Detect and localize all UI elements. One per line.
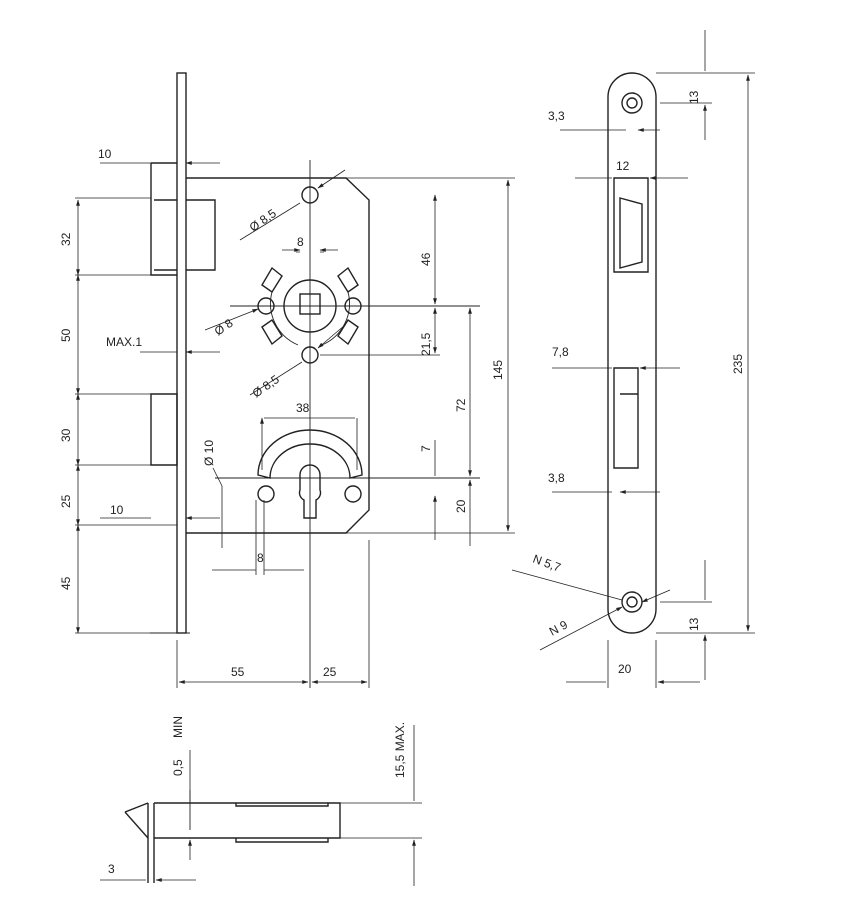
label-50: 50: [59, 328, 73, 342]
bolt-opening: [613, 367, 639, 469]
faceplate: [176, 72, 187, 634]
dim-leader-n57: [511, 569, 671, 602]
latch-bevel: [124, 802, 149, 839]
follower-segment-3: [261, 319, 283, 346]
bottom-extension-lines: [340, 802, 422, 839]
faceplate-hole-top-inner: [626, 97, 638, 109]
dim-line-20-side: [566, 640, 700, 688]
cylinder-hole-left: [257, 485, 275, 503]
label-3-3: 3,3: [548, 109, 565, 123]
case-ribs: [235, 803, 329, 843]
side-view: 3,3 13 12 7,8 235 3,8 N 5,7 N 9 13 20: [511, 30, 755, 688]
faceplate-side: [607, 72, 657, 634]
dim-leader-dia85-top: [239, 169, 346, 241]
label-8-top: 8: [297, 235, 304, 249]
label-3: 3: [108, 862, 115, 876]
left-extension-lines: [75, 197, 177, 634]
label-235: 235: [731, 354, 745, 374]
label-0-5: 0,5: [171, 759, 185, 776]
latch-opening: [613, 177, 649, 273]
faceplate-edge: [147, 803, 155, 883]
cylinder-hole-right: [344, 485, 362, 503]
right-extension-lines: [320, 177, 515, 534]
label-45: 45: [59, 576, 73, 590]
dim-line-8-bottom: [212, 500, 304, 575]
dim-leader-dia8: [204, 308, 259, 331]
label-7: 7: [419, 445, 433, 452]
label-7-8: 7,8: [552, 345, 569, 359]
dead-bolt: [150, 393, 178, 466]
follower-arcs: [270, 291, 350, 346]
dim-line-38: [262, 418, 358, 470]
label-32: 32: [59, 232, 73, 246]
side-extension-lines: [656, 72, 755, 634]
label-dia85-mid: Ø 8,5: [250, 372, 282, 400]
latch-bolt-inner: [186, 199, 216, 271]
label-8-bottom: 8: [257, 551, 264, 565]
cylinder-arc: [257, 429, 363, 479]
follower-segment-4: [337, 319, 359, 346]
latch-bolt: [150, 162, 177, 276]
faceplate-hole-bottom-inner: [626, 596, 638, 608]
dim-leader-dia85-mid: [249, 324, 346, 396]
center-lines: [215, 160, 480, 688]
label-25: 25: [59, 494, 73, 508]
label-12: 12: [616, 159, 630, 173]
label-n9: N 9: [547, 617, 570, 638]
bottom-view: MIN 0,5 15,5 MAX. 3: [100, 716, 422, 886]
label-38: 38: [296, 401, 310, 415]
label-72: 72: [454, 398, 468, 412]
front-view: 10 32 50 MAX.1 30 25 10 45 55 25 Ø 8,5 8…: [59, 72, 515, 688]
label-55: 55: [231, 665, 245, 679]
label-46: 46: [419, 252, 433, 266]
label-25-bottom: 25: [323, 665, 337, 679]
label-dia85-top: Ø 8,5: [247, 206, 279, 234]
label-n57: N 5,7: [531, 552, 563, 575]
faceplate-hole-top: [621, 92, 643, 114]
label-30: 30: [59, 428, 73, 442]
label-10-top: 10: [98, 147, 112, 161]
faceplate-hole-bottom: [621, 591, 643, 613]
bottom-extension-lines: [176, 540, 370, 688]
keyhole: [298, 464, 322, 519]
follower-segment-2: [337, 266, 359, 293]
label-21-5: 21,5: [419, 332, 433, 356]
dim-leader-n9: [539, 606, 623, 651]
dim-line-dia10: [212, 467, 223, 548]
label-3-8: 3,8: [548, 471, 565, 485]
label-min: MIN: [171, 716, 185, 738]
label-10-bottom: 10: [110, 503, 124, 517]
label-145: 145: [491, 360, 505, 380]
label-20-side: 20: [618, 662, 632, 676]
label-13-bottom: 13: [687, 617, 701, 631]
label-dia10: Ø 10: [202, 440, 216, 466]
follower-segment-1: [261, 266, 283, 293]
label-20: 20: [454, 499, 468, 513]
label-13-top: 13: [687, 90, 701, 104]
label-max1: MAX.1: [106, 335, 142, 349]
case-body: [154, 802, 341, 839]
lock-case: [186, 177, 370, 534]
label-15-5-max: 15,5 MAX.: [393, 722, 407, 778]
